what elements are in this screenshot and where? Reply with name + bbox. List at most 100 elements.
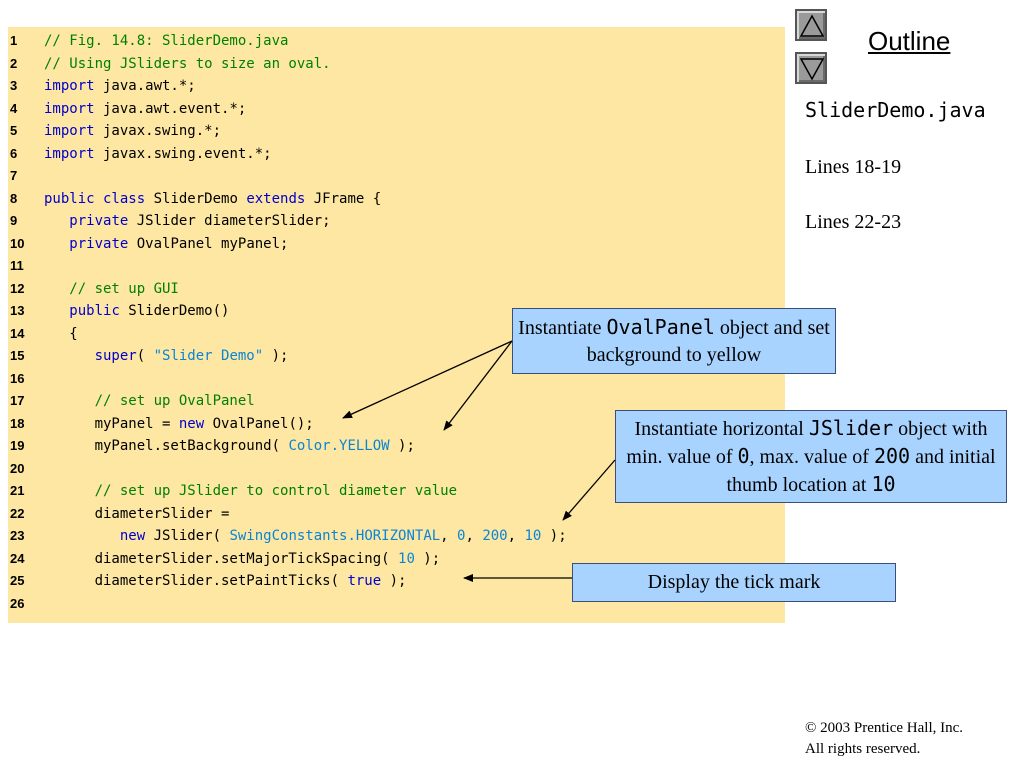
outline-link[interactable]: Outline	[868, 26, 951, 56]
code-line: 19 myPanel.setBackground( Color.YELLOW )…	[8, 435, 415, 458]
code-token: myPanel =	[44, 415, 179, 432]
code-line: 26	[8, 593, 44, 616]
code-line: 15 super( "Slider Demo" );	[8, 345, 288, 368]
code-line: 14 {	[8, 323, 78, 346]
code-token: new	[178, 415, 205, 432]
code-token: super	[94, 348, 137, 364]
code-token: java.awt.event.*;	[94, 100, 247, 117]
line-number: 23	[10, 528, 25, 543]
callout-jslider-text-2: object with min. value of	[626, 417, 988, 468]
triangle-down-icon	[800, 58, 824, 81]
code-token: private	[69, 213, 129, 229]
line-number: 25	[10, 573, 25, 588]
line-number: 21	[10, 483, 25, 498]
code-token: 10	[524, 528, 542, 544]
line-number: 4	[10, 100, 18, 116]
line-number: 8	[10, 190, 18, 206]
code-token: import	[44, 100, 95, 117]
arrow-to-line-19	[443, 340, 513, 431]
code-token: java.awt.*;	[94, 78, 196, 94]
code-token: 0	[457, 528, 466, 544]
callout-ovalpanel: Instantiate OvalPanel object and set bac…	[512, 308, 836, 374]
code-token: // set up GUI	[44, 280, 179, 297]
code-token: public class	[44, 190, 146, 207]
code-line: 25 diameterSlider.setPaintTicks( true );	[8, 570, 406, 593]
code-line: 24 diameterSlider.setMajorTickSpacing( 1…	[8, 548, 440, 571]
previous-slide-button[interactable]	[795, 9, 827, 41]
code-line: 10 private OvalPanel myPanel;	[8, 233, 288, 256]
line-number: 7	[10, 168, 18, 183]
code-token: (	[136, 348, 154, 364]
code-line: 4 import java.awt.event.*;	[8, 98, 246, 121]
code-token: new	[119, 528, 146, 544]
callout-ticks: Display the tick mark	[572, 563, 896, 602]
line-number: 11	[10, 258, 24, 273]
line-number: 6	[10, 145, 18, 161]
copyright-line-1: © 2003 Prentice Hall, Inc.	[805, 720, 964, 736]
code-token: 10	[398, 550, 415, 567]
callout-jslider-text-3: , max. value of	[749, 445, 874, 468]
code-line: 13 public SliderDemo()	[8, 300, 229, 323]
code-token: {	[44, 325, 78, 342]
line-number: 15	[10, 348, 25, 363]
triangle-up-icon	[800, 14, 824, 37]
copyright-line-2: All rights reserved.	[805, 741, 921, 757]
code-line: 2// Using JSliders to size an oval.	[8, 53, 331, 76]
callout-ovalpanel-text-2: object and set background to yellow	[586, 316, 830, 366]
code-line: 7	[8, 165, 44, 188]
code-line: 18 myPanel = new OvalPanel();	[8, 413, 314, 436]
code-token: JSlider diameterSlider;	[128, 213, 331, 229]
lines-note-1: Lines 18-19	[805, 156, 902, 178]
code-token: diameterSlider.setPaintTicks(	[44, 573, 348, 589]
code-token: // set up JSlider to control diameter va…	[44, 483, 458, 499]
callout-jslider-text-4: and initial thumb location at	[726, 445, 996, 496]
code-token: public	[69, 303, 120, 319]
code-token: extends	[246, 190, 306, 207]
line-number: 20	[10, 460, 25, 476]
code-token: JSlider(	[145, 528, 230, 544]
code-line: 9 private JSlider diameterSlider;	[8, 210, 331, 233]
code-token: import	[44, 123, 95, 139]
code-token: 200	[482, 528, 508, 544]
code-token: // set up OvalPanel	[44, 393, 255, 409]
line-number: 14	[10, 325, 25, 341]
line-number: 18	[10, 415, 25, 431]
line-number: 1	[10, 33, 18, 48]
code-line: 20	[8, 458, 44, 481]
code-token: );	[541, 528, 567, 544]
line-number: 5	[10, 123, 18, 138]
line-number: 19	[10, 438, 25, 453]
callout-jslider-code-min: 0	[737, 443, 750, 468]
code-token: diameterSlider.setMajorTickSpacing(	[44, 550, 399, 567]
code-token: myPanel.setBackground(	[44, 438, 289, 454]
code-token: );	[389, 438, 415, 454]
code-token: SliderDemo	[145, 190, 247, 207]
code-line: 23 new JSlider( SwingConstants.HORIZONTA…	[8, 525, 567, 548]
code-token: // Using JSliders to size an oval.	[44, 55, 331, 72]
callout-jslider-code-initial: 10	[871, 471, 896, 496]
code-token: "Slider Demo"	[153, 348, 264, 364]
code-token: SliderDemo()	[119, 303, 230, 319]
code-token: OvalPanel myPanel;	[128, 235, 289, 252]
code-token: true	[347, 573, 382, 589]
callout-ovalpanel-code: OvalPanel	[606, 314, 715, 339]
callout-jslider-code-max: 200	[873, 443, 911, 468]
code-token: SwingConstants.HORIZONTAL	[229, 528, 441, 544]
arrow-to-line-23	[562, 459, 616, 521]
code-line: 12 // set up GUI	[8, 278, 179, 301]
next-slide-button[interactable]	[795, 52, 827, 84]
code-line: 6 import javax.swing.event.*;	[8, 143, 272, 166]
code-token: import	[44, 145, 95, 162]
line-number: 13	[10, 303, 25, 318]
code-line: 17 // set up OvalPanel	[8, 390, 255, 413]
lines-note-2: Lines 22-23	[805, 211, 902, 233]
code-token: javax.swing.event.*;	[94, 145, 272, 162]
code-token: private	[69, 235, 129, 252]
code-token: ,	[465, 528, 483, 544]
code-token: ,	[440, 528, 458, 544]
line-number: 26	[10, 595, 25, 611]
